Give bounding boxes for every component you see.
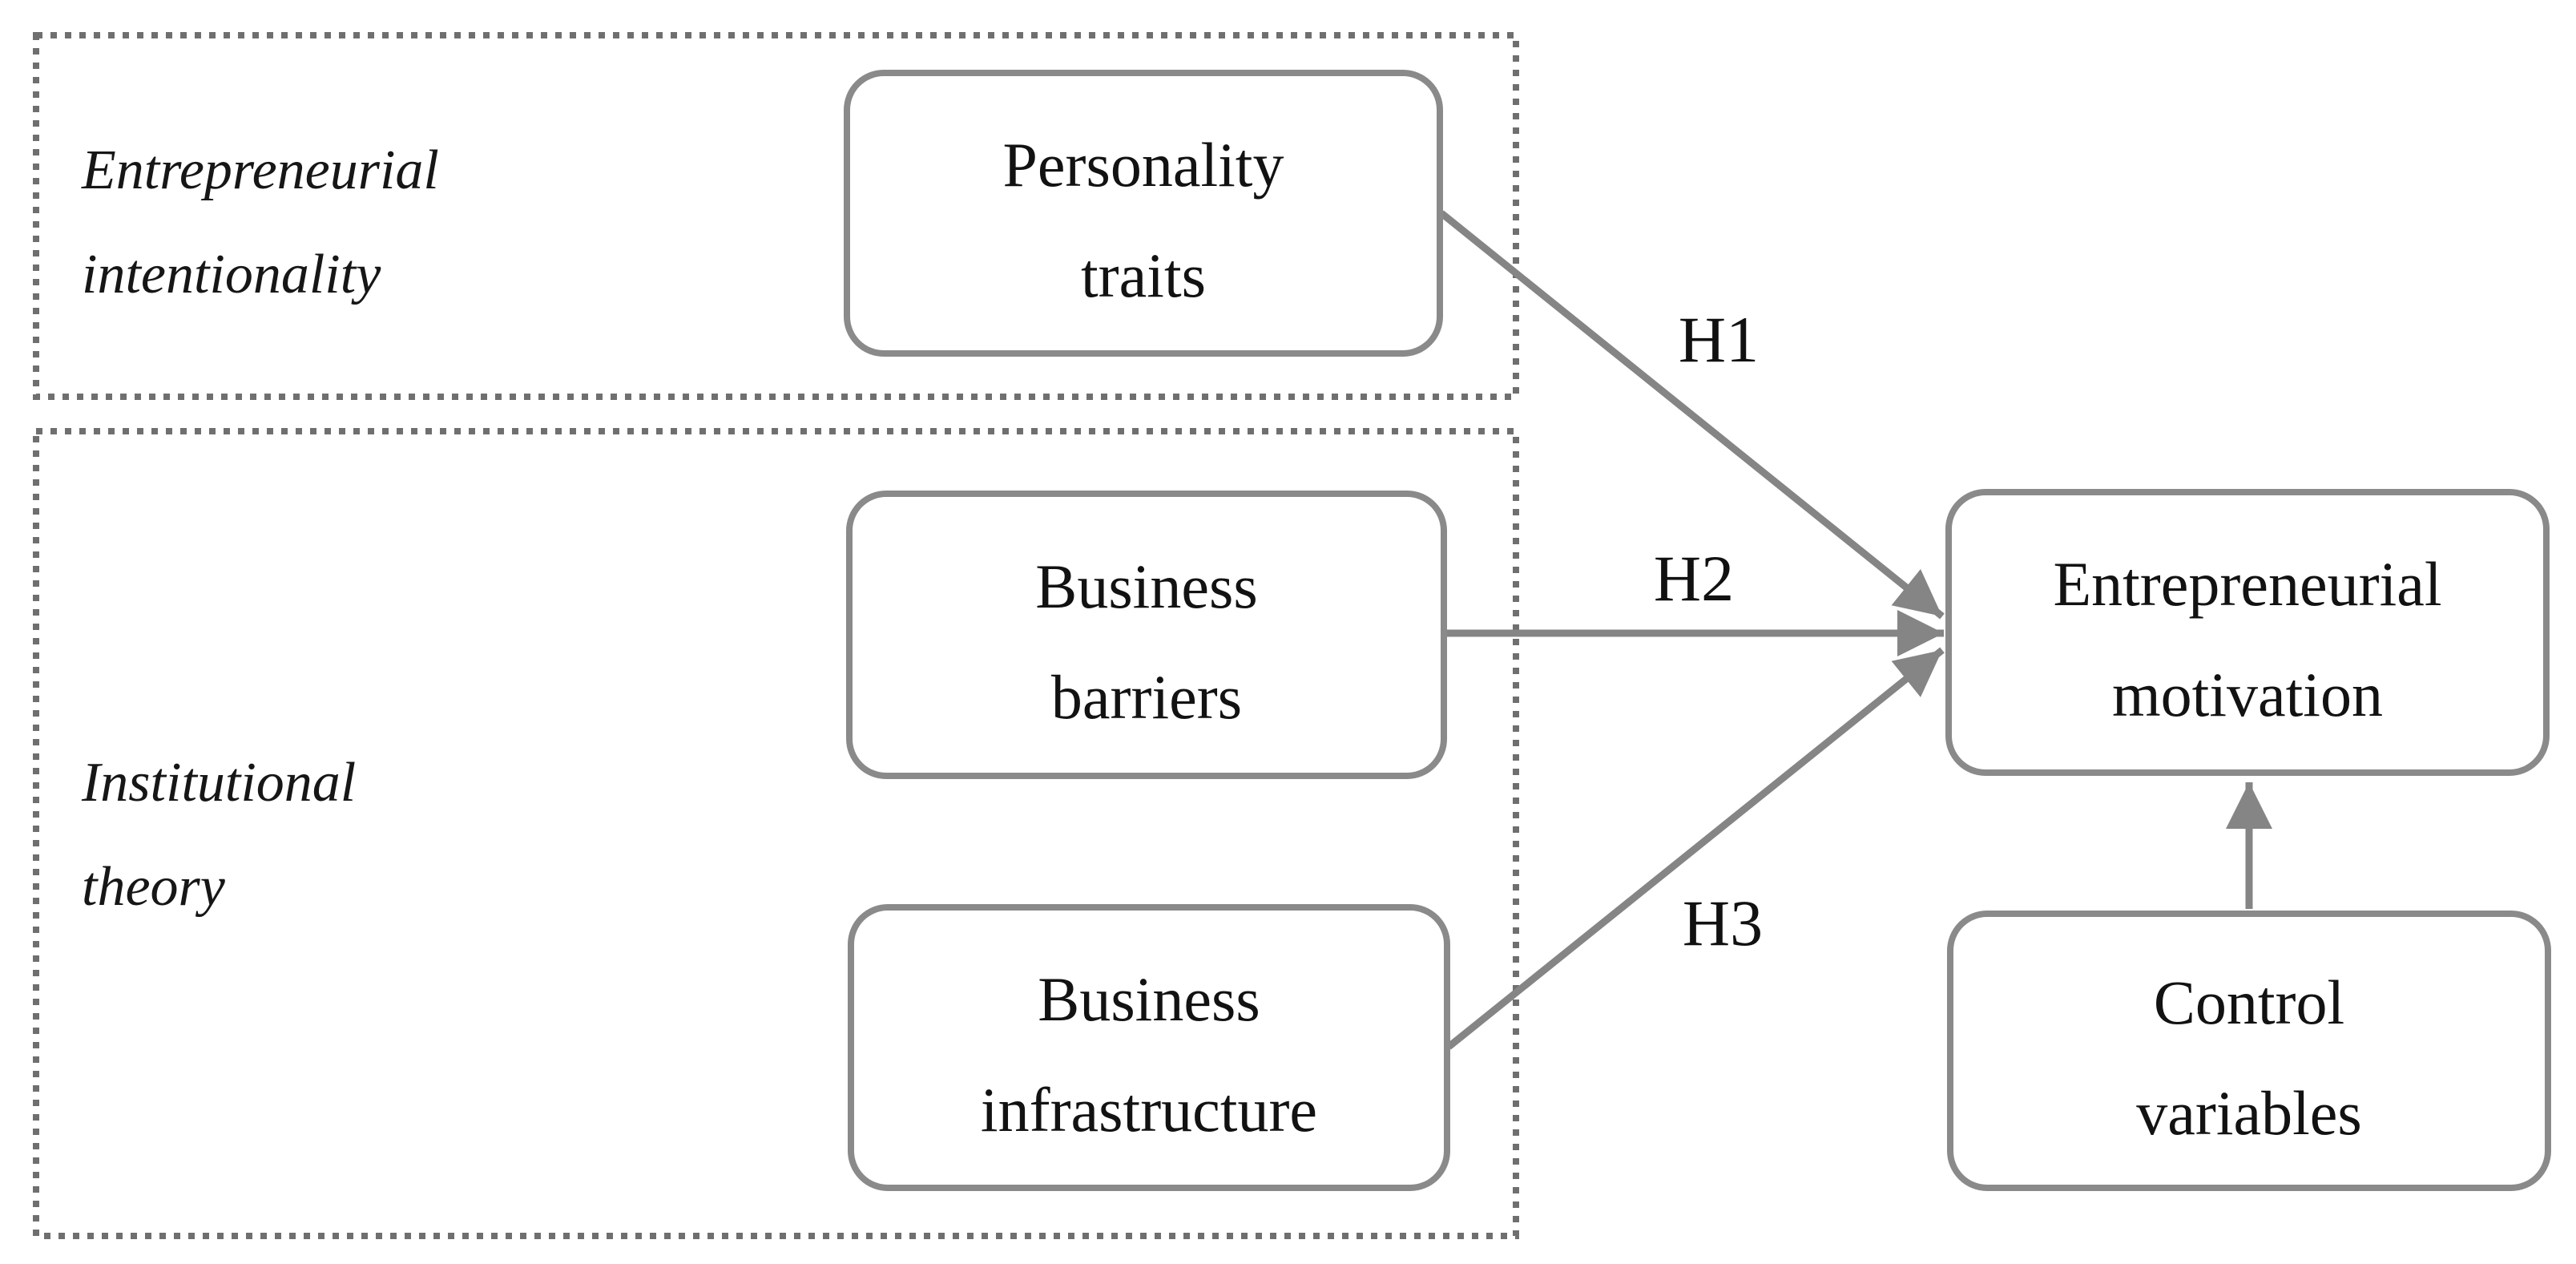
node-business-barriers: Business barriers	[846, 491, 1447, 779]
group-box-institutional-theory	[33, 428, 1519, 1239]
node-entrepreneurial-motivation: Entrepreneurial motivation	[1945, 489, 2550, 776]
edge-label-h3: H3	[1682, 886, 1764, 959]
edge-label-h1: H1	[1678, 303, 1760, 376]
group-label-entrepreneurial-intentionality: Entrepreneurial intentionality	[82, 139, 439, 306]
node-personality-traits: Personality traits	[844, 70, 1443, 357]
node-control-variables: Control variables	[1947, 911, 2551, 1191]
group-label-institutional-theory: Institutional theory	[82, 752, 357, 919]
node-business-infrastructure: Business infrastructure	[848, 904, 1450, 1191]
edge-label-h2: H2	[1653, 542, 1735, 615]
edge-h3-arrow	[1446, 647, 1945, 1050]
edge-h1-arrow	[1439, 210, 1945, 620]
group-box-entrepreneurial-intentionality	[33, 32, 1519, 400]
